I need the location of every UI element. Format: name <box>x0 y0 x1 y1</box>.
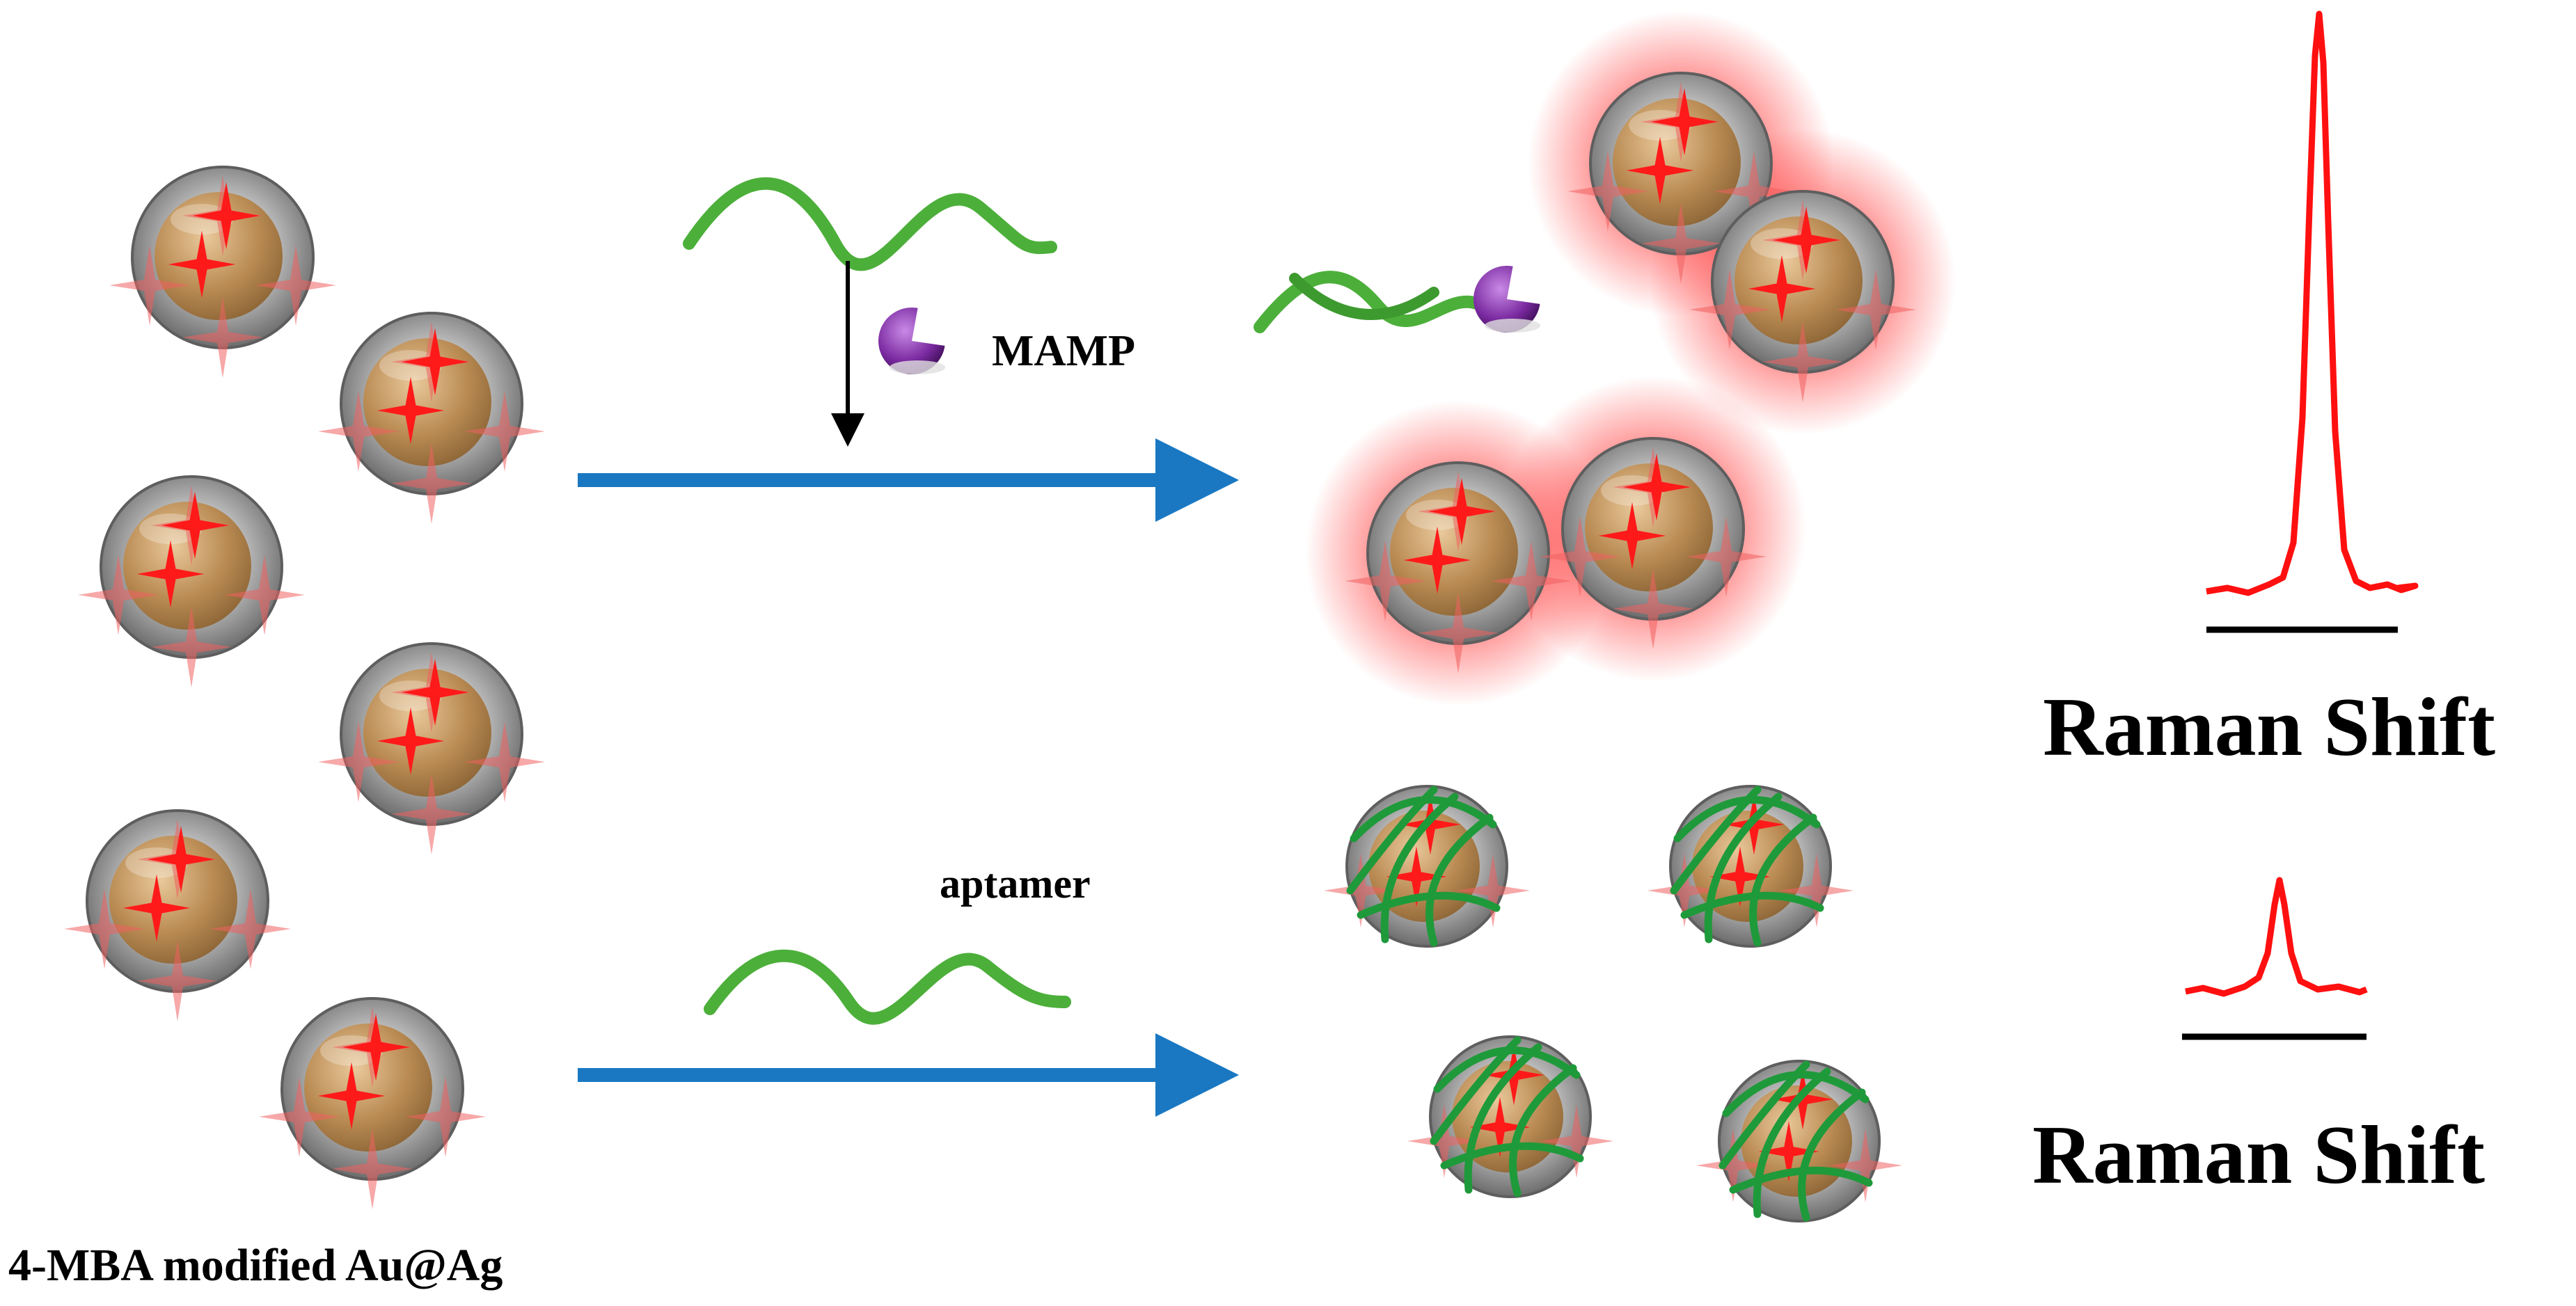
particle-label: 4-MBA modified Au@Ag <box>8 1240 503 1291</box>
raman-shift-label-bottom: Raman Shift <box>2032 1108 2485 1201</box>
particle-icon <box>318 644 545 854</box>
wrapped-particle-icon <box>1647 786 1854 946</box>
mamp-molecule-icon <box>1473 261 1546 333</box>
wrapped-particle-icon <box>1407 1037 1613 1197</box>
particle-icon <box>318 313 545 524</box>
aptamer-strand-icon <box>704 949 1071 1025</box>
top-aptamer-strand <box>683 177 1057 271</box>
raman-shift-label-top: Raman Shift <box>2043 680 2495 773</box>
mamp-label: MAMP <box>992 326 1135 375</box>
particle-icon <box>78 477 305 687</box>
aggregated-particles <box>1305 10 1956 706</box>
particle-icon <box>109 167 336 378</box>
wrapped-particle-icon <box>1324 786 1530 946</box>
wrapped-particle-icon <box>1696 1061 1902 1221</box>
raman-spectrum-strong <box>2206 10 2419 633</box>
raman-spectrum-weak <box>2182 877 2368 1040</box>
aptamer-mamp-complex <box>1254 261 1546 333</box>
aptamer-strand-icon <box>683 177 1057 271</box>
free-particles <box>64 167 545 1209</box>
aptamer-label: aptamer <box>940 861 1091 907</box>
particle-icon <box>64 811 291 1021</box>
mamp-molecule-icon <box>878 303 951 374</box>
particle-icon <box>259 998 486 1209</box>
aptamer-wrapped-particles <box>1324 786 1902 1221</box>
